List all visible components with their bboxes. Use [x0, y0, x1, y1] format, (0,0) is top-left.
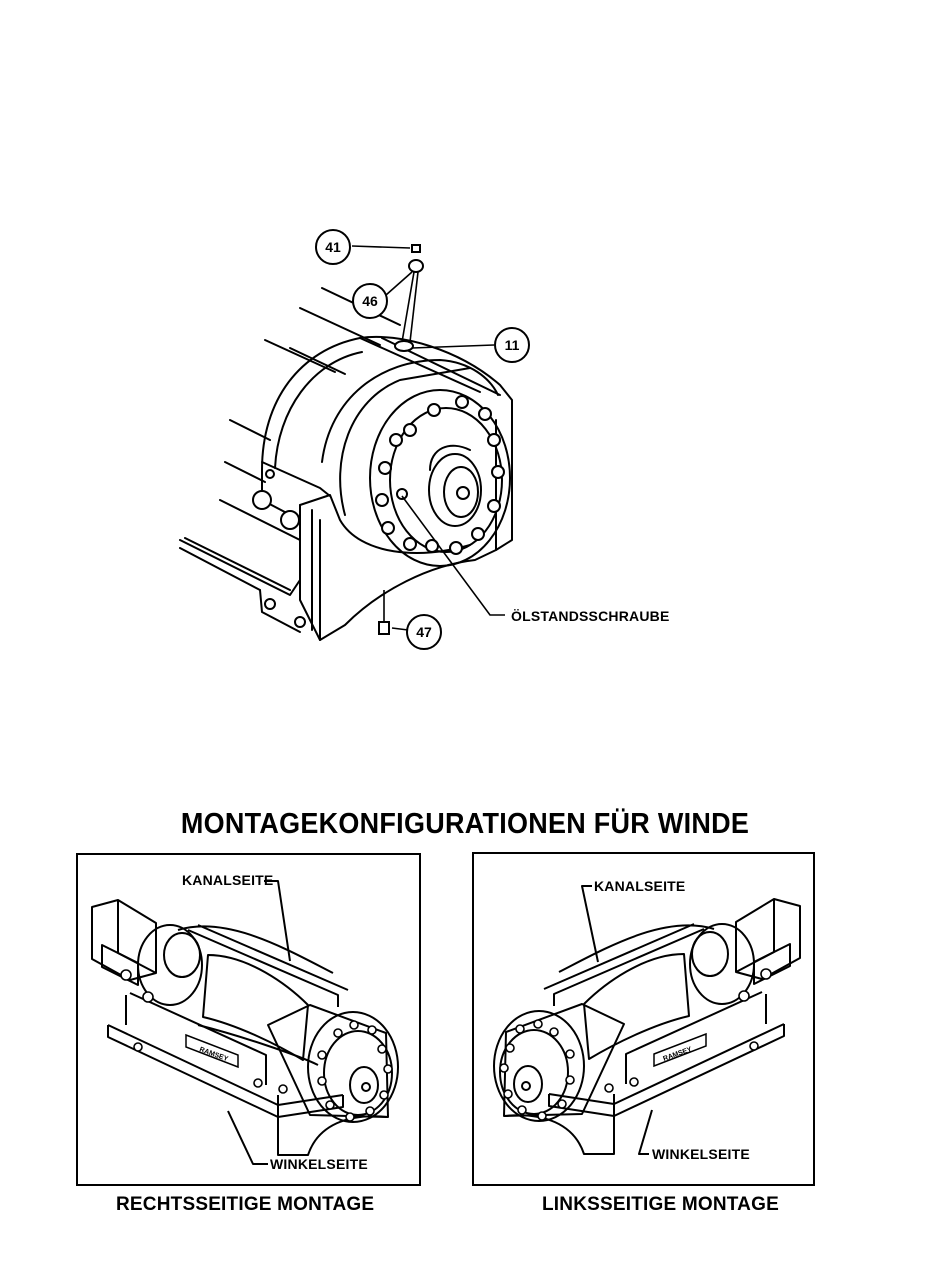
- side-bolt: [266, 470, 274, 478]
- side-bolt: [253, 491, 271, 509]
- washer-46: [409, 260, 423, 272]
- base-angle-2: [260, 590, 300, 632]
- screw-41: [412, 245, 420, 252]
- oil-plug-label: ÖLSTANDSSCHRAUBE: [511, 608, 670, 624]
- left-angle-side-label: WINKELSEITE: [652, 1146, 750, 1162]
- housing-shell-inner: [275, 352, 362, 468]
- right-channel-side-label: KANALSEITE: [182, 872, 273, 888]
- bolt-heads: [121, 970, 392, 1121]
- bolt-heads: [500, 969, 771, 1120]
- callout-47-label: 47: [416, 624, 432, 640]
- plug-47: [379, 622, 389, 634]
- angle-leader: [639, 1110, 652, 1154]
- callout-41-label: 41: [325, 239, 341, 255]
- left-mount-panel: RAMSEY KANALSEITE WINKELSEITE: [472, 852, 815, 1186]
- fill-port: [395, 341, 413, 351]
- drum-shell: [584, 954, 689, 1059]
- leader-46c: [410, 272, 418, 342]
- right-mount-winch: RAMSEY KANALSEITE WINKELSEITE: [78, 855, 419, 1184]
- hub-inner: [444, 467, 478, 517]
- extension-line: [225, 462, 265, 482]
- gear-housing-diagram: 41 46 11 47 ÖLSTANDSSCHRAUBE: [0, 0, 950, 700]
- channel-rail: [188, 930, 338, 1007]
- side-bolt: [295, 617, 305, 627]
- mounting-title: MONTAGEKONFIGURATIONEN FÜR WINDE: [33, 808, 898, 841]
- callout-11-label: 11: [505, 337, 520, 353]
- drum-shell: [203, 955, 308, 1060]
- right-mount-caption: RECHTSSEITIGE MONTAGE: [116, 1194, 374, 1216]
- side-bracket-top: [262, 462, 330, 496]
- leader-41: [352, 246, 410, 248]
- leader-47: [392, 628, 408, 630]
- leader-46b: [402, 272, 414, 342]
- housing-front-arc: [322, 360, 498, 462]
- hub-center: [457, 487, 469, 499]
- gear-hub: [514, 1066, 542, 1102]
- channel-rail: [554, 929, 704, 1006]
- side-bolt: [281, 511, 299, 529]
- left-channel-side-label: KANALSEITE: [594, 878, 685, 894]
- angle-leader: [228, 1111, 268, 1164]
- extension-line: [185, 538, 290, 590]
- right-angle-side-label: WINKELSEITE: [270, 1156, 368, 1172]
- side-bolt: [265, 599, 275, 609]
- leader-11: [412, 345, 494, 348]
- left-mount-caption: LINKSSEITIGE MONTAGE: [542, 1194, 779, 1216]
- leader-46: [386, 272, 412, 295]
- channel-leader: [582, 886, 598, 962]
- callout-46-label: 46: [362, 293, 378, 309]
- end-plate: [300, 420, 496, 640]
- gear-hub: [350, 1067, 378, 1103]
- left-mount-winch: RAMSEY KANALSEITE WINKELSEITE: [474, 854, 813, 1184]
- right-mount-panel: RAMSEY KANALSEITE WINKELSEITE: [76, 853, 421, 1186]
